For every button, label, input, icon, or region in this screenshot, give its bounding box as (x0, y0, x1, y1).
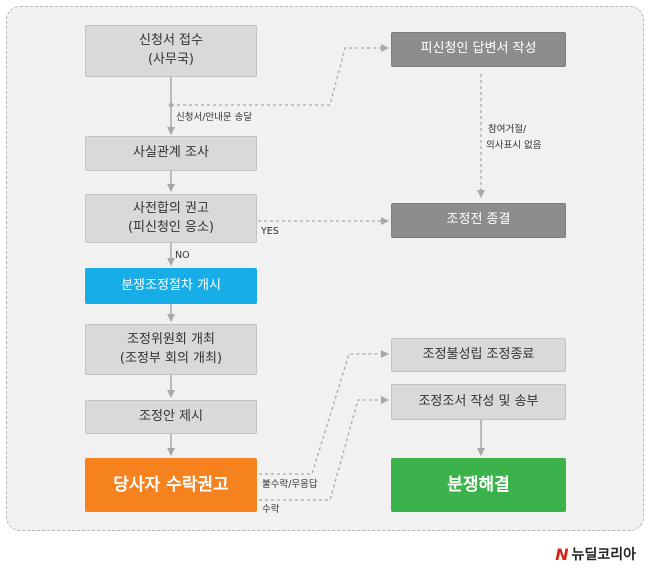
node-acceptance: 당사자 수락권고 (85, 458, 257, 512)
node-fact-check: 사실관계 조사 (85, 136, 257, 171)
node-respondent-answer: 피신청인 답변서 작성 (391, 32, 566, 67)
node-receipt: 신청서 접수 (사무국) (85, 25, 257, 77)
node-resolved-label: 분쟁해결 (447, 474, 510, 495)
dashed-reject-to-failure (259, 350, 389, 475)
label-no: NO (175, 250, 190, 261)
brand-logo: N 뉴딜코리아 (555, 544, 636, 564)
node-pre-close: 조정전 종결 (391, 203, 566, 238)
node-failure-label: 조정불성립 조정종료 (422, 346, 535, 362)
node-receipt-line1: 신청서 접수 (139, 33, 203, 49)
label-refuse-line2: 의사표시 없음 (486, 140, 542, 151)
dashed-send-to-answer (171, 44, 389, 106)
node-failure: 조정불성립 조정종료 (391, 338, 566, 372)
node-pre-close-label: 조정전 종결 (446, 212, 511, 228)
junction-dot (168, 102, 174, 108)
label-send-forms: 신청서/안내문 송달 (176, 112, 253, 123)
node-committee-line2: (조정부 회의 개최) (119, 350, 223, 366)
node-fact-check-label: 사실관계 조사 (133, 145, 209, 161)
node-committee-line1: 조정위원회 개최 (127, 331, 215, 347)
node-pre-mediation-line1: 사전합의 권고 (133, 200, 209, 216)
node-mediation-doc: 조정조서 작성 및 송부 (391, 384, 566, 420)
node-pre-mediation-line2: (피신청인 응소) (127, 219, 215, 235)
node-respondent-answer-label: 피신청인 답변서 작성 (420, 41, 537, 57)
brand-mark: N (555, 544, 569, 564)
brand-name: 뉴딜코리아 (571, 547, 636, 563)
dashed-accept-to-doc (259, 396, 389, 501)
node-proposal: 조정안 제시 (85, 400, 257, 434)
node-committee: 조정위원회 개최 (조정부 회의 개최) (85, 324, 257, 375)
label-refuse-line1: 참여거절/ (488, 124, 527, 135)
node-proposal-label: 조정안 제시 (139, 408, 203, 424)
node-mediation-doc-label: 조정조서 작성 및 송부 (418, 393, 539, 409)
node-pre-mediation: 사전합의 권고 (피신청인 응소) (85, 194, 257, 243)
label-accept: 수락 (262, 504, 280, 515)
node-acceptance-label: 당사자 수락권고 (113, 474, 229, 495)
node-resolved: 분쟁해결 (391, 458, 566, 512)
label-reject: 불수락/무응답 (262, 479, 318, 490)
node-start-mediation: 분쟁조정절차 개시 (85, 268, 257, 304)
label-yes: YES (261, 226, 279, 237)
node-receipt-line2: (사무국) (147, 52, 195, 67)
node-start-mediation-label: 분쟁조정절차 개시 (121, 277, 221, 293)
